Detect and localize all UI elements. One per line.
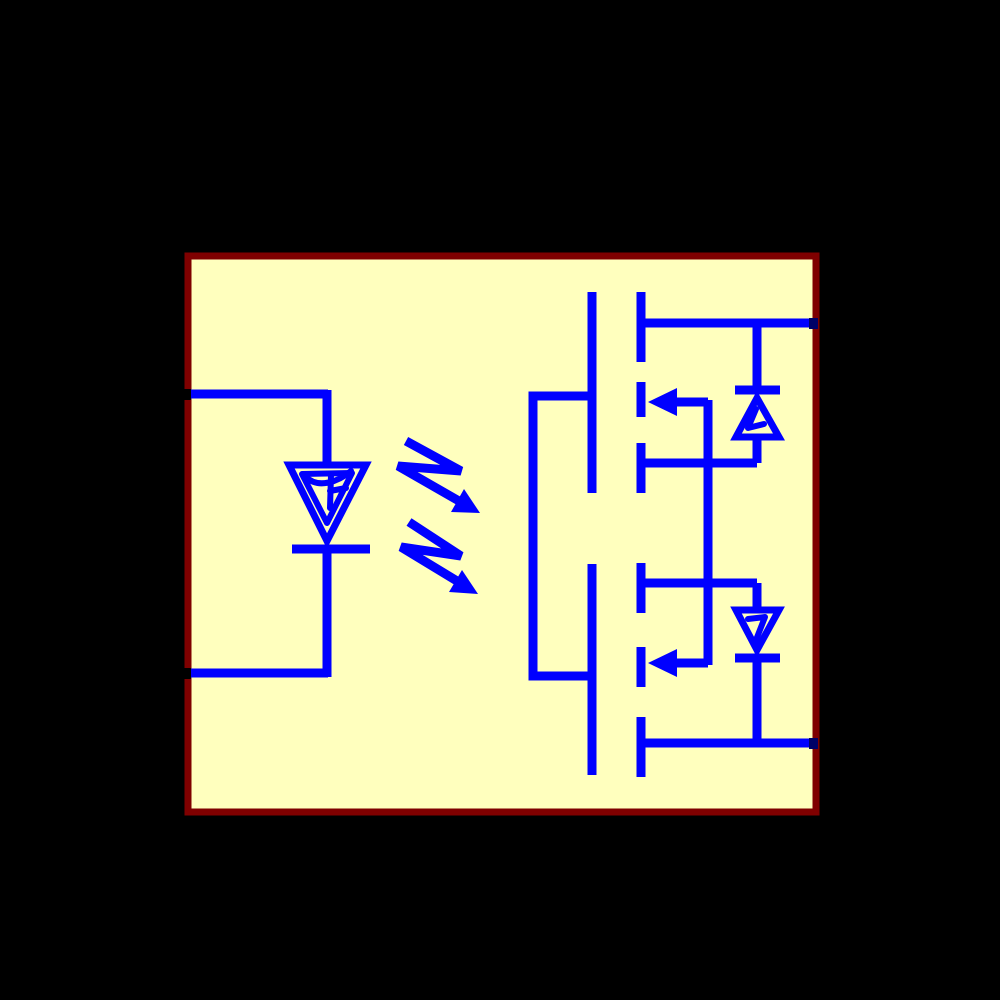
- output-terminal-bottom: [809, 738, 818, 749]
- led-scribble: [303, 468, 354, 511]
- body-diode-bottom-triangle: [730, 606, 785, 658]
- led-triangle-inner: [299, 470, 355, 526]
- light-arrow-lower-zigzag: [398, 518, 464, 585]
- light-arrow-upper: [395, 437, 480, 513]
- light-arrow-lower: [398, 518, 478, 594]
- led-input-circuit: [183, 389, 372, 679]
- package-outline: [184, 252, 820, 816]
- gate-tie-conductor: [528, 391, 592, 681]
- light-emission-arrows: [395, 437, 480, 594]
- light-arrow-upper-head: [451, 489, 480, 513]
- light-arrow-lower-head: [449, 570, 478, 594]
- body-diode-top-scribble: [745, 406, 767, 431]
- output-terminal-top: [809, 318, 818, 329]
- body-diode-bottom: [730, 583, 785, 743]
- gate-receiver: [528, 292, 597, 775]
- light-arrow-upper-zigzag: [395, 437, 464, 505]
- input-terminal-bottom: [183, 668, 191, 679]
- input-terminal-top: [183, 389, 191, 400]
- mosfet-bottom: [636, 563, 812, 777]
- led-triangle-outer: [283, 461, 372, 549]
- mosfet-top-body-arrow-icon: [648, 388, 677, 416]
- mosfet-top: [636, 292, 812, 493]
- input-led: [283, 461, 372, 554]
- body-diode-top: [730, 323, 785, 463]
- output-terminals: [809, 318, 818, 749]
- body-diode-bottom-scribble: [745, 614, 768, 643]
- mosfet-bottom-body-arrow-icon: [648, 649, 677, 677]
